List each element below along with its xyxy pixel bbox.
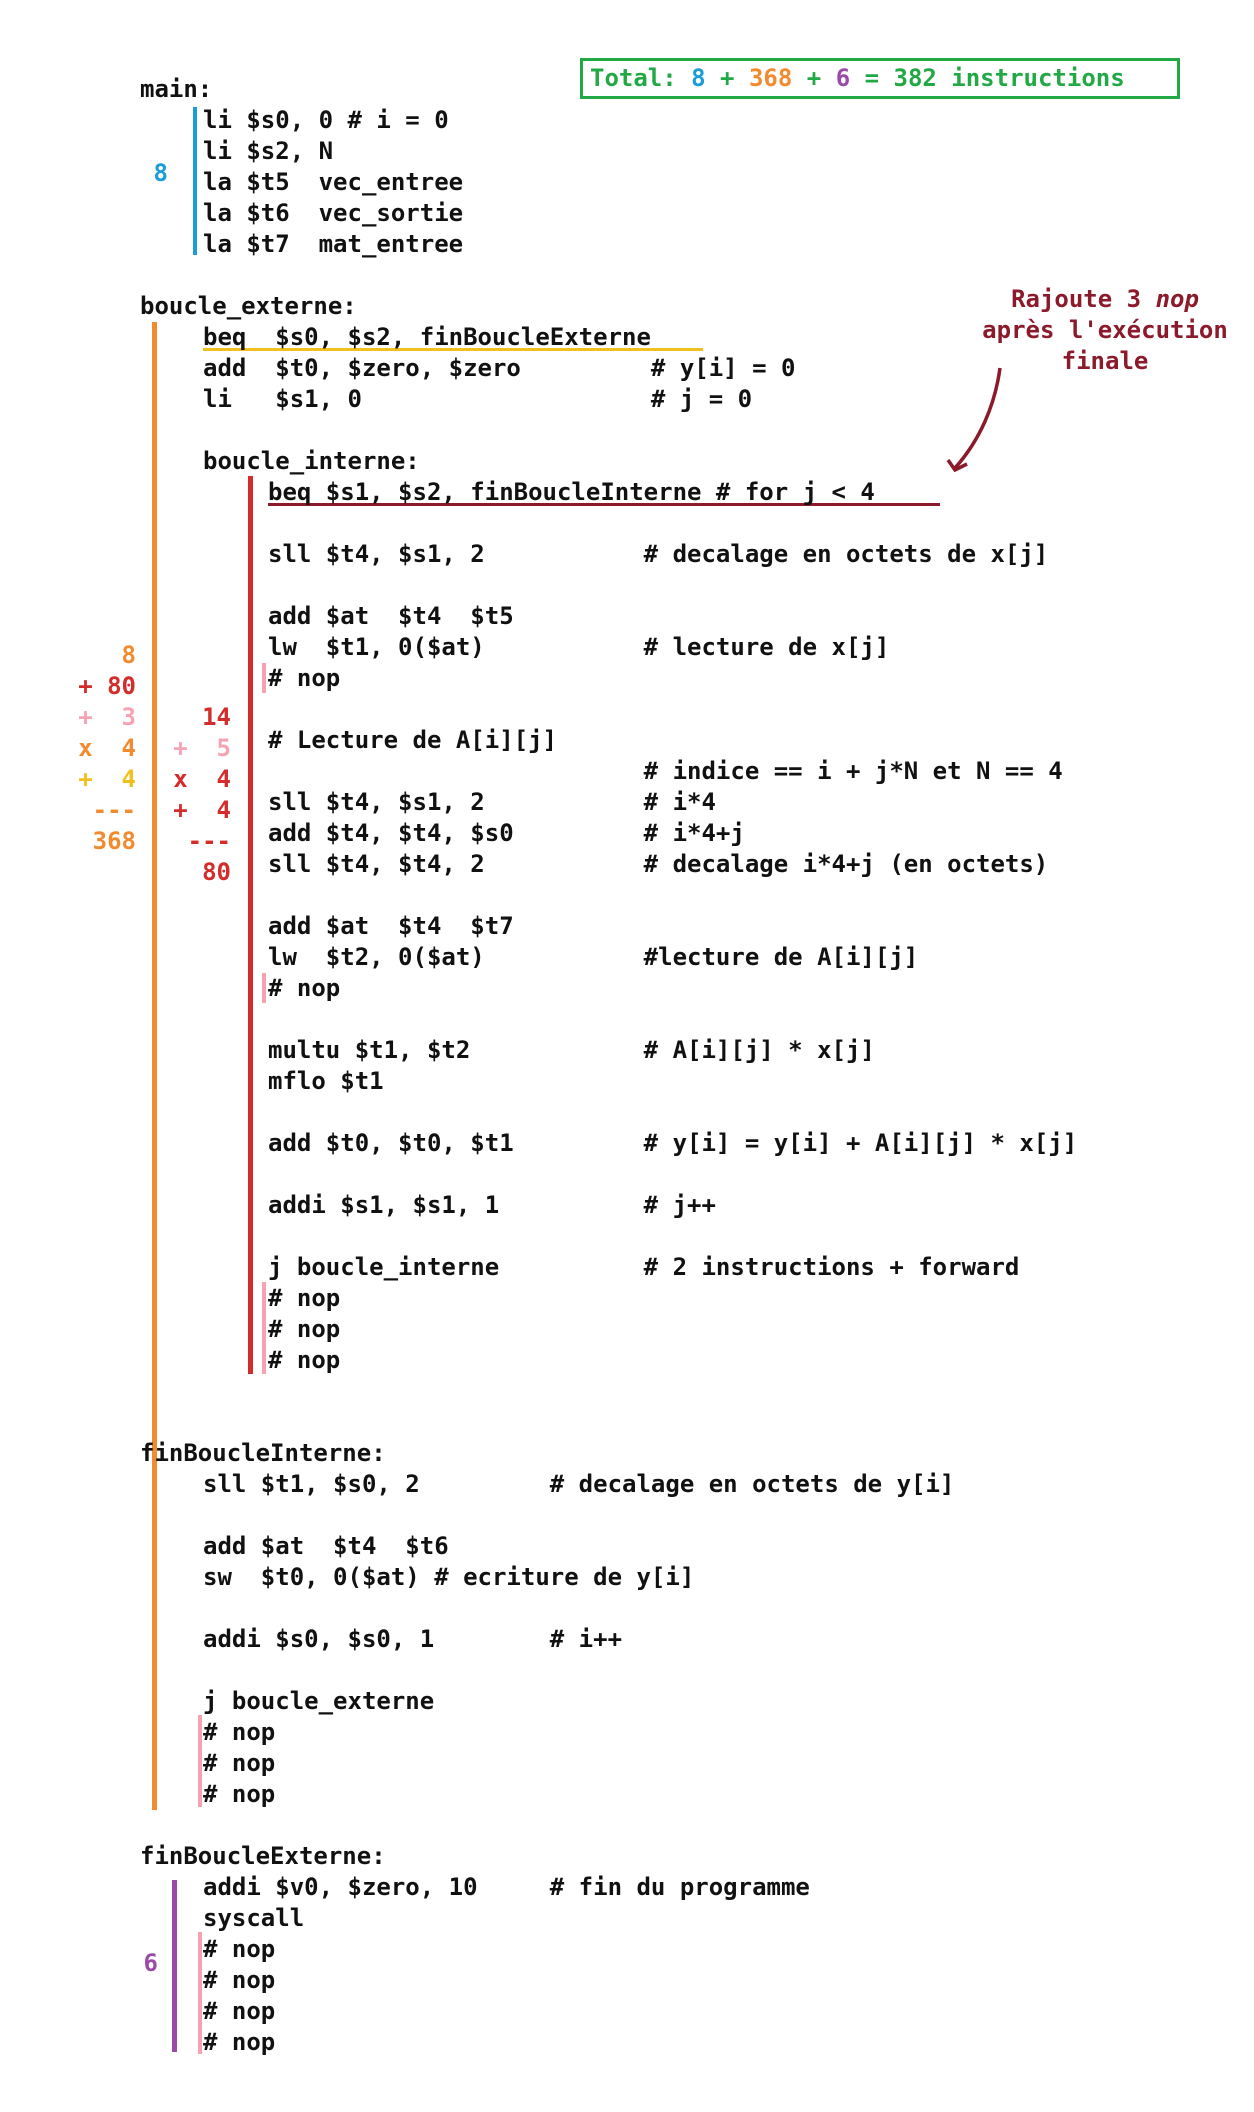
nop-bar-2 (262, 973, 266, 1003)
total-plus-1: + (705, 64, 749, 92)
nop-bar-3 (262, 1282, 266, 1374)
code-line: addi $s0, $s0, 1 # i++ (203, 1625, 623, 1653)
code-line: sll $t4, $t4, 2 # decalage i*4+j (en oct… (268, 850, 1049, 878)
code-line: la $t6 vec_sortie (203, 199, 464, 227)
total-rest: = 382 instructions (850, 64, 1125, 92)
code-line: # nop (268, 974, 341, 1002)
outer-count-plus4: + 4 (78, 765, 136, 793)
main-bar (193, 107, 197, 255)
main-count: 8 (153, 159, 168, 187)
nop-bar-1 (262, 663, 266, 693)
outer-count-x4: x 4 (78, 734, 136, 762)
code-line: add $at $t4 $t7 (268, 912, 514, 940)
code-line: beq $s1, $s2, finBoucleInterne # for j <… (268, 478, 875, 506)
total-summary: Total: 8 + 368 + 6 = 382 instructions (590, 63, 1125, 94)
code-line: add $t0, $zero, $zero # y[i] = 0 (203, 354, 796, 382)
code-line: addi $v0, $zero, 10 # fin du programme (203, 1873, 810, 1901)
code-line: # nop (203, 2028, 276, 2056)
code-line: sll $t1, $s0, 2 # decalage en octets de … (203, 1470, 955, 1498)
outer-count-368: 368 (92, 827, 136, 855)
label-fin-boucle-interne: finBoucleInterne: (140, 1439, 386, 1467)
inner-count-14: 14 (202, 703, 231, 731)
outer-loop-bar (152, 322, 157, 1810)
label-boucle-externe: boucle_externe: (140, 292, 357, 320)
code-line: mflo $t1 (268, 1067, 384, 1095)
total-box (580, 58, 1180, 99)
note-nop: nop (1155, 285, 1199, 313)
inner-count-plus5: + 5 (173, 734, 231, 762)
note-text-1: Rajoute 3 (1011, 285, 1156, 313)
code-line: la $t5 vec_entree (203, 168, 464, 196)
outer-count-8: 8 (121, 641, 136, 669)
code-line: # nop (203, 1718, 276, 1746)
code-line: # nop (203, 1966, 276, 1994)
code-line: # nop (203, 1780, 276, 1808)
code-line: beq $s0, $s2, finBoucleExterne (203, 323, 651, 351)
nop-bar-5 (198, 1932, 202, 2054)
code-line: # nop (203, 1935, 276, 1963)
label-fin-boucle-externe: finBoucleExterne: (140, 1842, 386, 1870)
code-line: # indice == i + j*N et N == 4 (268, 757, 1063, 785)
code-line: lw $t2, 0($at) #lecture de A[i][j] (268, 943, 919, 971)
inner-count-80: 80 (202, 858, 231, 886)
inner-count-plus4: + 4 (173, 796, 231, 824)
code-line: add $t0, $t0, $t1 # y[i] = y[i] + A[i][j… (268, 1129, 1078, 1157)
code-line: # nop (268, 1346, 341, 1374)
code-line: la $t7 mat_entree (203, 230, 464, 258)
code-line: multu $t1, $t2 # A[i][j] * x[j] (268, 1036, 875, 1064)
code-line: j boucle_externe (203, 1687, 435, 1715)
code-line: # nop (203, 1749, 276, 1777)
nop-bar-4 (198, 1715, 202, 1807)
code-line: add $at $t4 $t6 (203, 1532, 449, 1560)
code-line: sw $t0, 0($at) # ecriture de y[i] (203, 1563, 695, 1591)
nop-note: Rajoute 3 nop après l'exécution finale (960, 284, 1250, 377)
code-line: # nop (268, 664, 341, 692)
code-line: # Lecture de A[i][j] (268, 726, 557, 754)
outer-count-dash: --- (92, 796, 136, 824)
inner-count-dash: --- (187, 827, 231, 855)
fin-bar (172, 1880, 177, 2052)
beq-inner-underline (268, 503, 940, 506)
note-line-1: Rajoute 3 nop (960, 284, 1250, 315)
label-boucle-interne: boucle_interne: (203, 447, 420, 475)
outer-count-plus3: + 3 (78, 703, 136, 731)
code-line: li $s0, 0 # i = 0 (203, 106, 449, 134)
code-line: syscall (203, 1904, 305, 1932)
code-line: lw $t1, 0($at) # lecture de x[j] (268, 633, 890, 661)
code-line: j boucle_interne # 2 instructions + forw… (268, 1253, 1020, 1281)
note-arrow (946, 367, 1002, 473)
code-line: li $s1, 0 # j = 0 (203, 385, 753, 413)
code-line: addi $s1, $s1, 1 # j++ (268, 1191, 716, 1219)
code-line: li $s2, N (203, 137, 334, 165)
code-line: sll $t4, $s1, 2 # i*4 (268, 788, 716, 816)
note-line-3: finale (1061, 347, 1149, 375)
total-main-count: 8 (691, 64, 706, 92)
total-end-count: 6 (835, 64, 851, 92)
total-prefix: Total: (590, 64, 692, 92)
inner-loop-bar (248, 476, 253, 1374)
outer-count-plus80: + 80 (78, 672, 136, 700)
note-line-2: après l'exécution (982, 316, 1228, 344)
fin-count: 6 (143, 1949, 158, 1977)
label-main: main: (140, 75, 213, 103)
code-line: add $t4, $t4, $s0 # i*4+j (268, 819, 745, 847)
code-line: add $at $t4 $t5 (268, 602, 514, 630)
code-line: # nop (203, 1997, 276, 2025)
code-line: # nop (268, 1284, 341, 1312)
inner-count-x4: x 4 (173, 765, 231, 793)
total-plus-2: + (792, 64, 836, 92)
beq-outer-underline (203, 348, 703, 351)
code-line: # nop (268, 1315, 341, 1343)
total-loop-count: 368 (748, 64, 793, 92)
code-line: sll $t4, $s1, 2 # decalage en octets de … (268, 540, 1049, 568)
